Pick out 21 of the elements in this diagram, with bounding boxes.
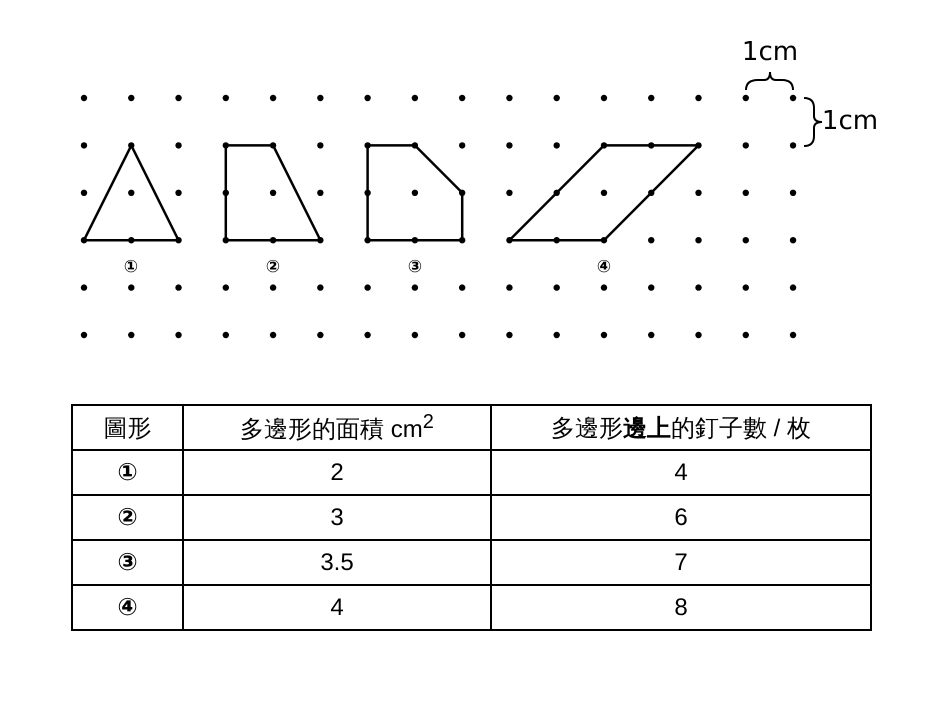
table-cell: 3.5 xyxy=(183,540,491,585)
callout-number: ① xyxy=(124,257,138,277)
table-cell: ③ xyxy=(72,540,183,585)
table-cell: 7 xyxy=(491,540,871,585)
table-cell: 3 xyxy=(183,495,491,540)
table-cell: 4 xyxy=(183,585,491,630)
table-cell: ① xyxy=(72,450,183,495)
dimension-label: 1cm xyxy=(742,37,798,67)
table-cell: 6 xyxy=(491,495,871,540)
callout-number: ② xyxy=(266,257,280,277)
table-cell: ④ xyxy=(72,585,183,630)
table-cell: 2 xyxy=(183,450,491,495)
callout-number: ④ xyxy=(596,257,612,277)
header-cell: 多邊形的面積 cm$^{2}$ xyxy=(183,405,491,450)
table-cell: ② xyxy=(72,495,183,540)
callout-number: ③ xyxy=(408,257,422,277)
table-cell: 8 xyxy=(491,585,871,630)
header-cell: 多邊形邊上的釘子數 / 枚 xyxy=(491,405,871,450)
table-cell: 4 xyxy=(491,450,871,495)
dimension-label: 1cm xyxy=(822,106,878,136)
header-cell: 圖形 xyxy=(72,405,183,450)
